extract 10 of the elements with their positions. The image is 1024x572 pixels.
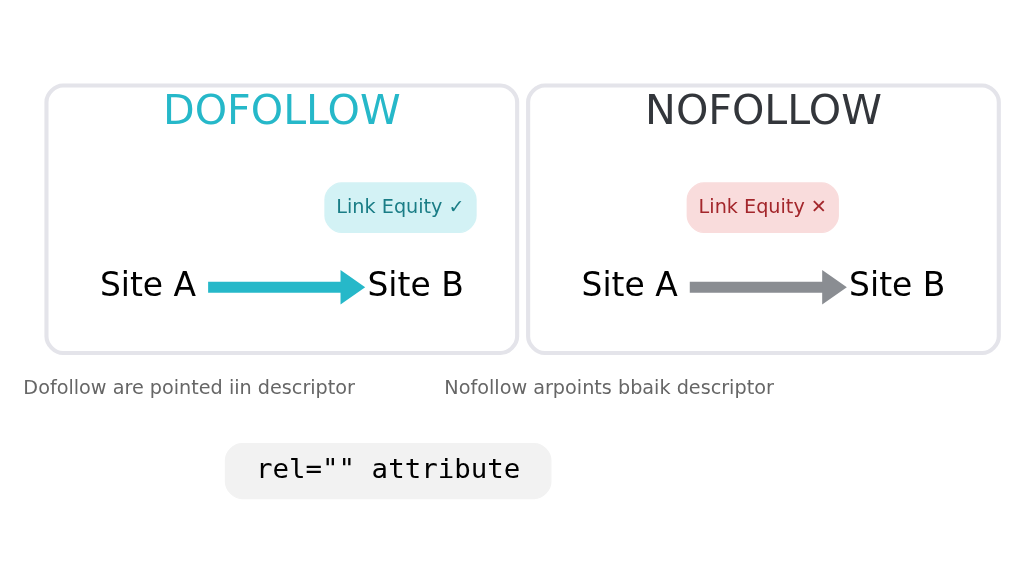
node-text: Site A bbox=[99, 264, 197, 304]
arrow bbox=[689, 269, 847, 304]
node-box: Link Equity ✕ bbox=[686, 181, 839, 233]
node-label: Dofollow are pointed iin descriptor bbox=[23, 375, 355, 399]
node-box: Link Equity ✓ bbox=[324, 181, 477, 233]
node-text: Site B bbox=[849, 264, 946, 304]
node-text: Site B bbox=[367, 264, 464, 304]
arrow bbox=[208, 269, 366, 304]
node-label: Nofollow arpoints bbaik descriptor bbox=[444, 375, 774, 399]
node-text: Site A bbox=[581, 264, 678, 304]
